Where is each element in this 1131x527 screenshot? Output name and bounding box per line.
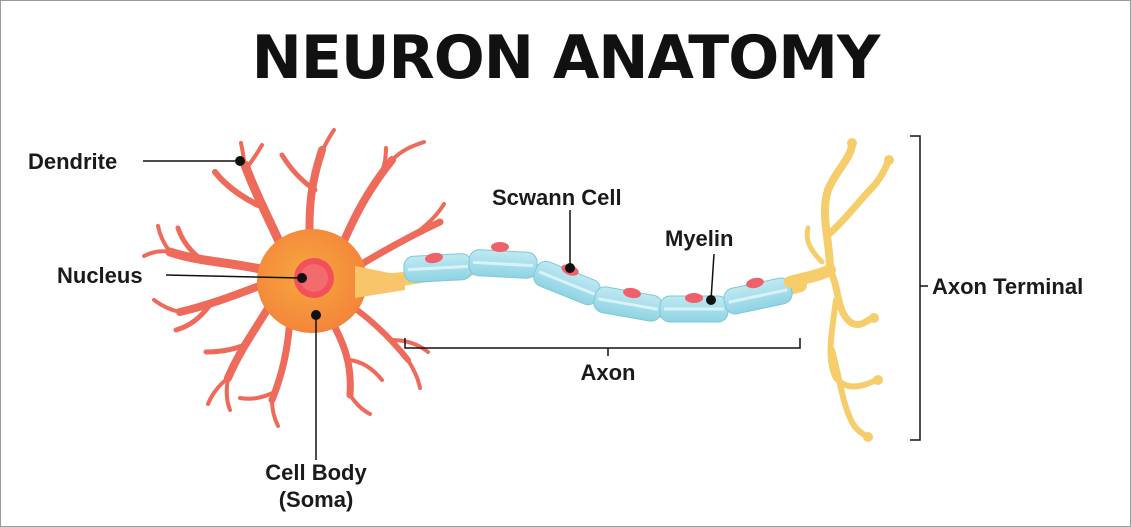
cell-body-dot [311,310,321,320]
label-axon-terminal: Axon Terminal [932,274,1083,299]
label-cell-body: Cell Body [265,460,367,485]
axon-hillock [355,266,405,298]
axon-terminal-bracket [910,136,920,440]
schwann-dot [565,263,575,273]
myelin-dot [706,295,716,305]
myelin-sheath [403,249,794,322]
myelin-leader [711,254,714,300]
dendrite-dot [235,156,245,166]
axon-terminal-bulbs [847,138,894,442]
label-soma: (Soma) [279,487,354,512]
label-dendrite: Dendrite [28,149,117,174]
axon-terminal-branches [790,145,888,436]
nucleus-dot [297,273,307,283]
label-nucleus: Nucleus [57,263,143,288]
axon-bracket [405,338,800,348]
label-myelin: Myelin [665,226,733,251]
label-schwann-cell: Scwann Cell [492,185,622,210]
label-axon: Axon [581,360,636,385]
